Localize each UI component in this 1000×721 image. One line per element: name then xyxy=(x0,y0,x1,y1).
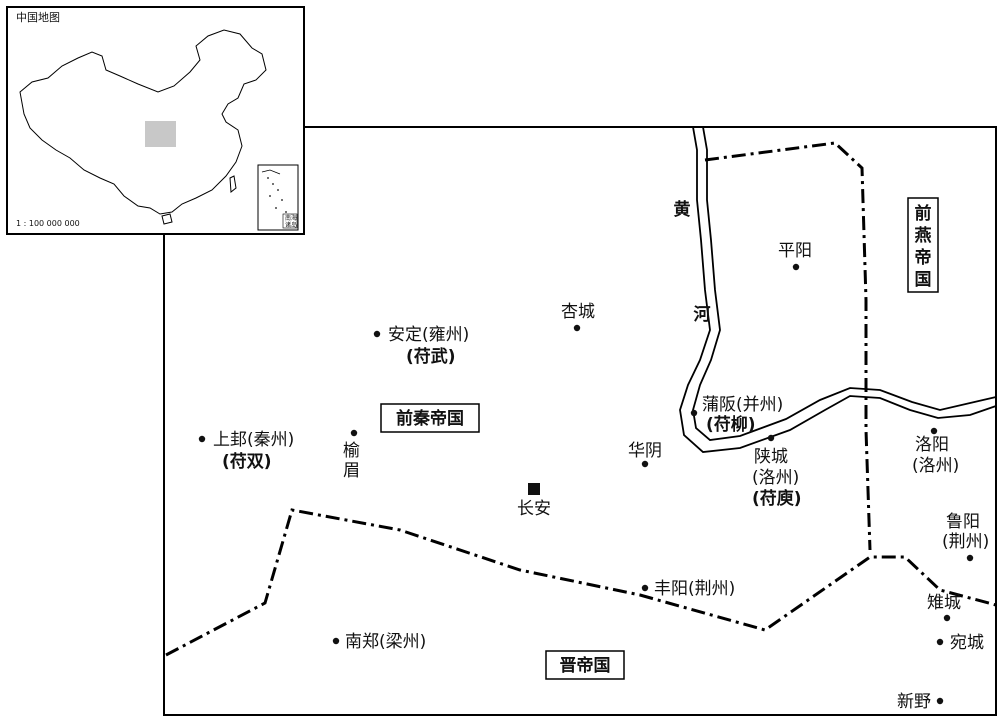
city-dot-huayin xyxy=(641,460,649,468)
city-dot-anding xyxy=(373,330,381,338)
city-label-shancheng-3: (苻庾) xyxy=(752,488,802,509)
city-label-xingcheng: 杏城 xyxy=(561,302,595,322)
city-dot-shanggui xyxy=(198,435,206,443)
jin-boundary xyxy=(165,508,997,657)
city-label-zhicheng: 雉城 xyxy=(927,593,961,613)
river-name-he: 河 xyxy=(694,305,711,325)
city-dot-luyang xyxy=(966,554,974,562)
city-dot-xinye xyxy=(936,697,944,705)
city-markers xyxy=(198,263,974,705)
city-dot-luoyang xyxy=(930,427,938,435)
city-label-wancheng: 宛城 xyxy=(950,633,984,653)
city-label-xinye: 新野 xyxy=(897,692,931,712)
city-label-puban: 蒲阪(并州) xyxy=(702,395,783,415)
city-label-huayin: 华阴 xyxy=(628,441,662,461)
qian-yan-label: 前 燕 帝 国 xyxy=(907,197,939,293)
qian-qin-empire-name: 前秦帝国 xyxy=(396,408,464,429)
city-label-yumei-1: 榆 xyxy=(343,441,360,461)
city-dot-fengyang xyxy=(641,584,649,592)
city-label-shancheng-1: 陕城 xyxy=(754,447,788,467)
qian-yan-char-2: 燕 xyxy=(915,225,932,246)
inset-title: 中国地图 xyxy=(16,11,60,24)
city-label-luyang-2: (荆州) xyxy=(942,532,989,552)
qian-yan-char-3: 帝 xyxy=(915,247,932,268)
city-label-anding: 安定(雍州) xyxy=(388,325,469,345)
river-name-huang: 黄 xyxy=(674,199,691,220)
city-label-shancheng-2: (洛州) xyxy=(752,468,799,488)
south-sea-label-1: 南海 xyxy=(285,214,297,222)
city-label-luoyang-2: (洛州) xyxy=(912,456,959,476)
capital-marker xyxy=(528,483,540,495)
city-label-nanzheng: 南郑(梁州) xyxy=(345,632,426,652)
city-dot-shancheng xyxy=(767,434,775,442)
city-dot-wancheng xyxy=(936,638,944,646)
inset-scale: 1 : 100 000 000 xyxy=(16,219,80,228)
inset-china-map: 中国地图 南海 诸岛 1 : 100 000 000 xyxy=(6,6,305,235)
yellow-river xyxy=(679,126,997,453)
city-label-pingyang: 平阳 xyxy=(778,241,812,261)
capital-name: 长安 xyxy=(517,499,551,519)
inset-highlight-region xyxy=(145,121,176,147)
city-dot-yumei xyxy=(350,429,358,437)
qian-yan-char-1: 前 xyxy=(915,203,932,224)
qian-yan-char-4: 国 xyxy=(915,270,932,290)
city-label-luoyang-1: 洛阳 xyxy=(915,435,949,455)
qian-qin-label: 前秦帝国 xyxy=(380,403,480,433)
jin-empire-name: 晋帝国 xyxy=(560,655,611,676)
city-dot-puban xyxy=(690,409,698,417)
city-label-shanggui: 上邽(秦州) xyxy=(213,430,294,450)
city-dot-zhicheng xyxy=(943,614,951,622)
city-dot-xingcheng xyxy=(573,324,581,332)
jin-label: 晋帝国 xyxy=(545,650,625,680)
city-label-luyang-1: 鲁阳 xyxy=(946,512,980,532)
china-outline xyxy=(19,29,267,215)
city-label-shanggui-sub: (苻双) xyxy=(222,451,272,472)
city-dot-nanzheng xyxy=(332,637,340,645)
city-label-fengyang: 丰阳(荆州) xyxy=(654,579,735,599)
city-dot-pingyang xyxy=(792,263,800,271)
south-sea-label-2: 诸岛 xyxy=(285,221,297,229)
qian-yan-boundary xyxy=(704,141,872,551)
empire-boundaries xyxy=(165,141,997,657)
city-label-anding-sub: (苻武) xyxy=(406,346,456,367)
city-label-puban-sub: (苻柳) xyxy=(706,414,756,435)
city-label-yumei-2: 眉 xyxy=(343,461,360,481)
